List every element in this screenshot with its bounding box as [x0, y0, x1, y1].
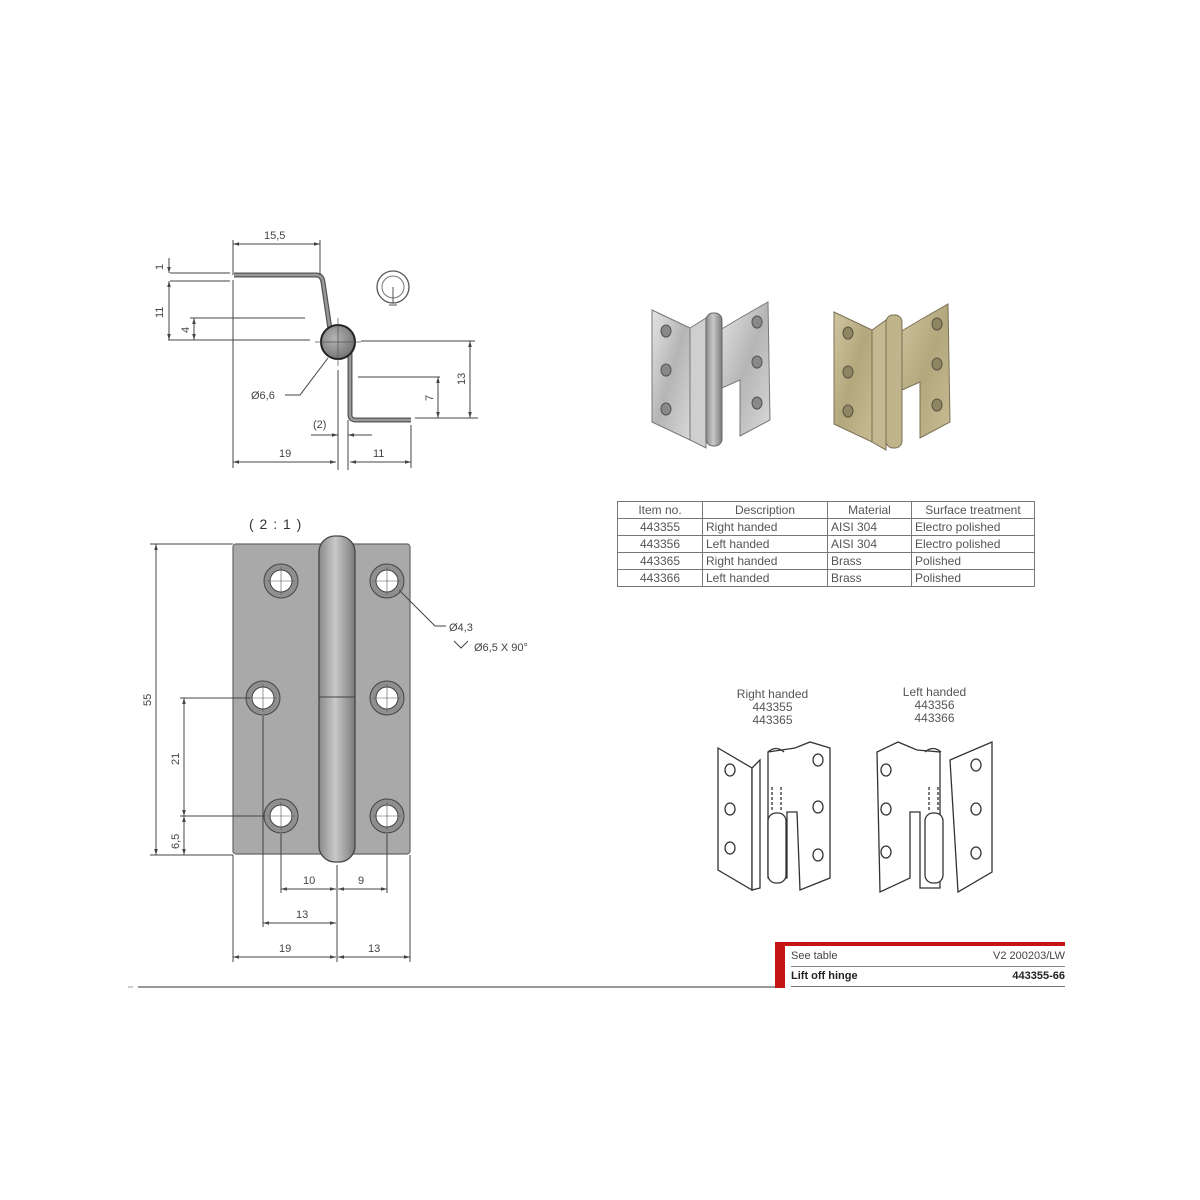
dim-leaf-left: 19	[279, 943, 291, 955]
table-row: 443355 Right handed AISI 304 Electro pol…	[617, 518, 1035, 536]
table-row: 443356 Left handed AISI 304 Electro poli…	[617, 535, 1035, 553]
dim-height-lower: 13	[456, 373, 468, 385]
cell-item-no: 443355	[617, 518, 703, 536]
cell-item-no: 443366	[617, 569, 703, 587]
cell-material: AISI 304	[827, 518, 912, 536]
table-header-row: Item no. Description Material Surface tr…	[617, 501, 1035, 519]
title-block-material: See table	[791, 950, 838, 962]
dim-hole-spacing: 21	[170, 753, 182, 765]
title-block-row-title: Lift off hinge 443355-66	[791, 970, 1065, 987]
variant-left-title: Left handed	[902, 685, 967, 699]
cell-description: Left handed	[702, 569, 828, 587]
side-view: 15,5 1 11 4 Ø6,6 13 7 (2) 1	[154, 230, 478, 470]
front-view: 55 21 6,5 10 9 13 19 13 Ø4,3 Ø6,5 X 90°	[142, 535, 528, 962]
variant-right-item-a: 443355	[752, 700, 793, 714]
dim-width-left: 19	[279, 448, 291, 460]
dim-hole-to-pin-right: 9	[358, 875, 364, 887]
header-material: Material	[827, 501, 912, 519]
cell-description: Right handed	[702, 518, 828, 536]
dim-thickness: 1	[154, 264, 166, 270]
cell-material: Brass	[827, 552, 912, 570]
dim-gap: (2)	[313, 419, 326, 431]
cell-surface: Electro polished	[911, 518, 1035, 536]
dim-offset-lower: 7	[424, 395, 436, 401]
header-description: Description	[702, 501, 828, 519]
title-block-version: V2 200203/LW	[993, 950, 1065, 962]
dim-height-upper: 11	[154, 307, 166, 318]
cell-material: AISI 304	[827, 535, 912, 553]
cell-item-no: 443356	[617, 535, 703, 553]
variant-label-right: Right handed 443355 443365	[715, 688, 830, 727]
countersink-symbol-icon	[376, 270, 410, 306]
variant-left-item-b: 443366	[914, 711, 955, 725]
dim-offset-upper: 4	[180, 327, 192, 333]
table-row: 443366 Left handed Brass Polished	[617, 569, 1035, 587]
title-block-row-material: See table V2 200203/LW	[791, 950, 1065, 967]
variant-right-item-b: 443365	[752, 713, 793, 727]
dim-width-top: 15,5	[264, 230, 285, 242]
dim-hole-to-pin-left: 10	[303, 875, 315, 887]
title-block-title: Lift off hinge	[791, 970, 858, 982]
render-steel-hinge	[651, 301, 771, 449]
dim-hole-diameter: Ø4,3	[449, 622, 473, 634]
dim-width-right: 11	[373, 448, 384, 460]
header-surface-treatment: Surface treatment	[911, 501, 1035, 519]
mounting-holes	[245, 563, 405, 834]
countersink-icon	[453, 640, 469, 649]
cell-material: Brass	[827, 569, 912, 587]
dim-countersink: Ø6,5 X 90°	[474, 642, 528, 654]
spec-table: Item no. Description Material Surface tr…	[617, 501, 1035, 587]
variant-right-title: Right handed	[736, 687, 809, 701]
title-block: See table V2 200203/LW Lift off hinge 44…	[775, 942, 1065, 988]
scale-label: ( 2 : 1 )	[249, 516, 303, 532]
variant-label-left: Left handed 443356 443366	[877, 686, 992, 725]
dim-hole-offset-left: 13	[296, 909, 308, 921]
table-row: 443365 Right handed Brass Polished	[617, 552, 1035, 570]
title-block-accent-top	[775, 942, 1065, 946]
cell-item-no: 443365	[617, 552, 703, 570]
cell-surface: Polished	[911, 569, 1035, 587]
lineart-right-handed	[717, 741, 831, 892]
cell-surface: Polished	[911, 552, 1035, 570]
cell-description: Right handed	[702, 552, 828, 570]
lineart-left-handed	[876, 741, 993, 894]
dim-height-total: 55	[142, 694, 154, 706]
title-block-accent-left	[775, 942, 785, 988]
dim-pin-diameter: Ø6,6	[251, 390, 275, 402]
cell-surface: Electro polished	[911, 535, 1035, 553]
dim-hole-edge: 6,5	[170, 834, 182, 849]
cell-description: Left handed	[702, 535, 828, 553]
dim-leaf-right: 13	[368, 943, 380, 955]
header-item-no: Item no.	[617, 501, 703, 519]
render-brass-hinge	[833, 303, 951, 451]
variant-left-item-a: 443356	[914, 698, 955, 712]
title-block-item-range: 443355-66	[1012, 970, 1065, 982]
